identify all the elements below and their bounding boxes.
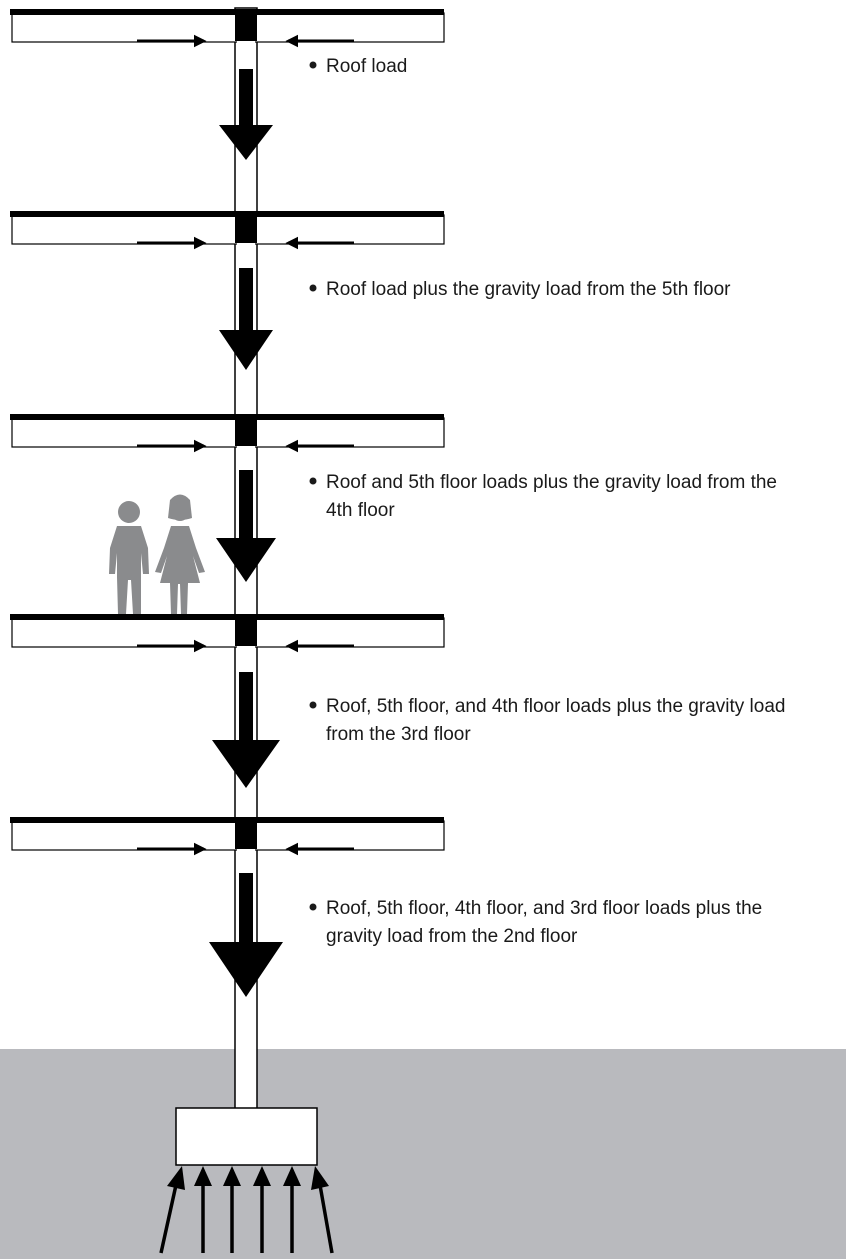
arrow-down-icon — [219, 268, 273, 370]
arrow-down-icon — [212, 672, 280, 788]
floor-top-line — [10, 9, 444, 15]
man-figure-icon — [109, 501, 149, 614]
annotation-line: 4th floor — [326, 500, 395, 521]
floor-slab — [11, 820, 445, 851]
svg-text:Roof, 5th floor, and 4th floor: Roof, 5th floor, and 4th floor loads plu… — [326, 696, 785, 717]
woman-figure-icon — [155, 494, 205, 614]
annotation-line: Roof and 5th floor loads plus the gravit… — [326, 472, 777, 493]
floor-top-line — [10, 817, 444, 823]
column-floor-joint — [235, 9, 257, 41]
svg-text:Roof, 5th floor, 4th floor, an: Roof, 5th floor, 4th floor, and 3rd floo… — [326, 898, 762, 919]
floor-slab — [11, 12, 445, 43]
floor-slab — [11, 617, 445, 648]
floor-slab — [11, 417, 445, 448]
arrow-down-icon — [219, 69, 273, 160]
annotation-line: gravity load from the 2nd floor — [326, 926, 578, 947]
svg-text:Roof load plus the gravity loa: Roof load plus the gravity load from the… — [326, 279, 731, 300]
annotation-line: Roof load — [326, 56, 407, 77]
floor-top-line — [10, 211, 444, 217]
column-floor-joint — [235, 211, 257, 243]
column-gap — [237, 646, 255, 660]
arrow-up-icon — [253, 1166, 271, 1253]
floor-top-line — [10, 614, 444, 620]
annotation-line: from the 3rd floor — [326, 724, 471, 745]
floor-level-4th — [10, 414, 445, 453]
floor-top-line — [10, 414, 444, 420]
floor-level-2nd — [10, 817, 445, 856]
bearing-arrows — [159, 1166, 334, 1254]
column-floor-joint — [235, 614, 257, 646]
footing — [175, 1107, 318, 1166]
svg-text:Roof and 5th floor loads plus: Roof and 5th floor loads plus the gravit… — [326, 472, 777, 493]
arrow-up-icon — [223, 1166, 241, 1253]
svg-text:Roof load: Roof load — [326, 56, 407, 77]
annotation-floor-4: Roof and 5th floor loads plus the gravit… — [309, 472, 777, 521]
annotation-line: Roof load plus the gravity load from the… — [326, 279, 731, 300]
column-gap — [237, 41, 255, 55]
bullet-icon — [309, 284, 317, 292]
floor-level-5th — [10, 211, 445, 250]
svg-text:gravity load from the 2nd floo: gravity load from the 2nd floor — [326, 926, 578, 947]
svg-text:4th floor: 4th floor — [326, 500, 395, 521]
floor-slab — [11, 214, 445, 245]
annotation-floor-3: Roof, 5th floor, and 4th floor loads plu… — [309, 696, 785, 745]
bullet-icon — [309, 701, 317, 709]
arrow-up-icon — [159, 1166, 185, 1254]
column-floor-joint — [235, 817, 257, 849]
bullet-icon — [309, 477, 317, 485]
column-gap — [237, 446, 255, 460]
floor-level-3rd — [10, 614, 445, 653]
floor-level-roof — [10, 9, 445, 48]
arrow-up-icon — [194, 1166, 212, 1253]
bullet-icon — [309, 903, 317, 911]
annotation-line: Roof, 5th floor, and 4th floor loads plu… — [326, 696, 785, 717]
svg-text:from the 3rd floor: from the 3rd floor — [326, 724, 471, 745]
ground — [0, 1049, 846, 1259]
column-gap — [237, 849, 255, 863]
arrow-up-icon — [311, 1166, 334, 1254]
arrow-down-icon — [216, 470, 276, 582]
arrow-up-icon — [283, 1166, 301, 1253]
annotation-floor-5: Roof load plus the gravity load from the… — [309, 279, 731, 300]
annotation-line: Roof, 5th floor, 4th floor, and 3rd floo… — [326, 898, 762, 919]
column-gap — [237, 243, 255, 257]
bullet-icon — [309, 61, 317, 69]
arrow-down-icon — [209, 873, 283, 997]
annotation-roof: Roof load — [309, 56, 407, 77]
column-floor-joint — [235, 414, 257, 446]
annotation-floor-2: Roof, 5th floor, 4th floor, and 3rd floo… — [309, 898, 762, 947]
